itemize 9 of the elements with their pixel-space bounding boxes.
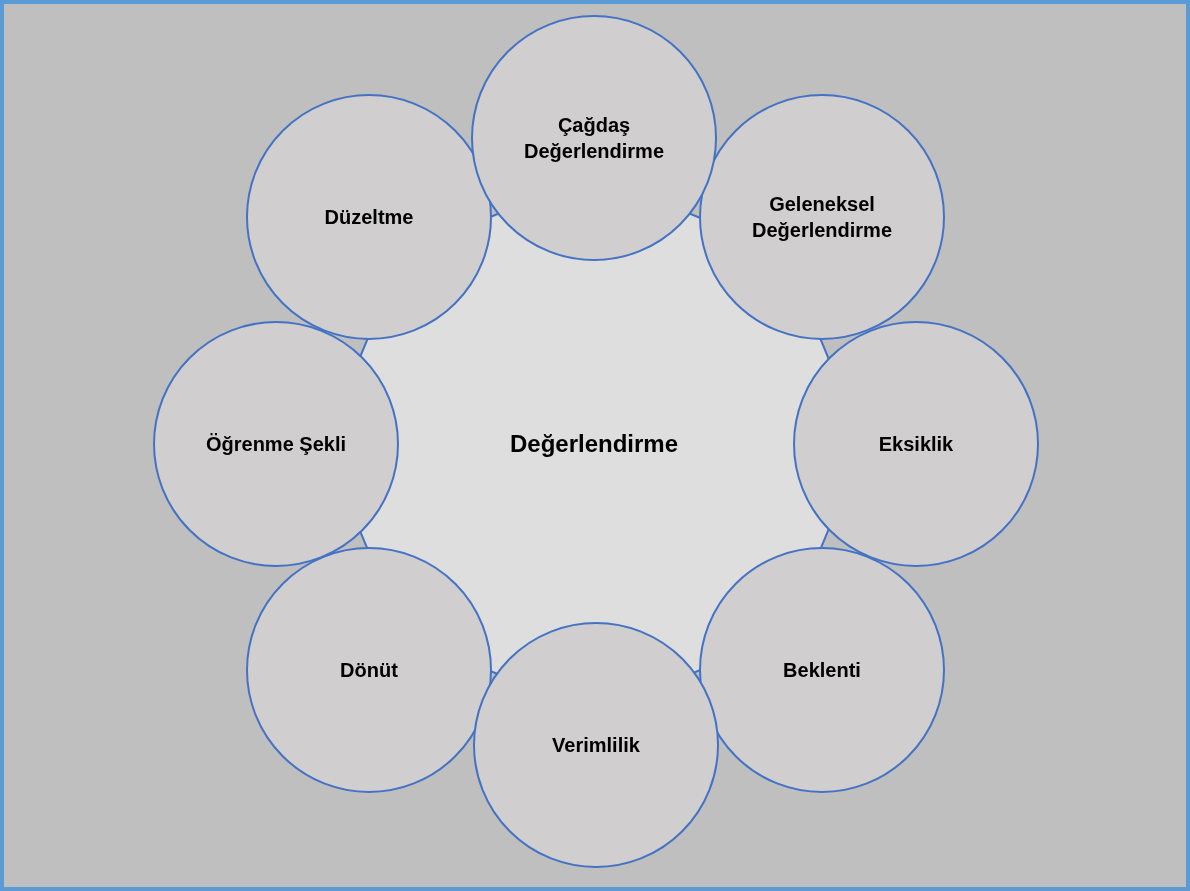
node-label: Öğrenme Şekli bbox=[205, 432, 347, 457]
node-label: Beklenti bbox=[783, 658, 861, 683]
node-label: Dönüt bbox=[340, 658, 398, 683]
node-label: Düzeltme bbox=[324, 205, 414, 230]
node-label: Çağdaş Değerlendirme bbox=[522, 113, 666, 164]
node-label: Geleneksel Değerlendirme bbox=[750, 192, 894, 243]
node-label: Değerlendirme bbox=[509, 429, 679, 460]
node-label: Verimlilik bbox=[552, 733, 640, 758]
node-label: Eksiklik bbox=[878, 432, 954, 457]
